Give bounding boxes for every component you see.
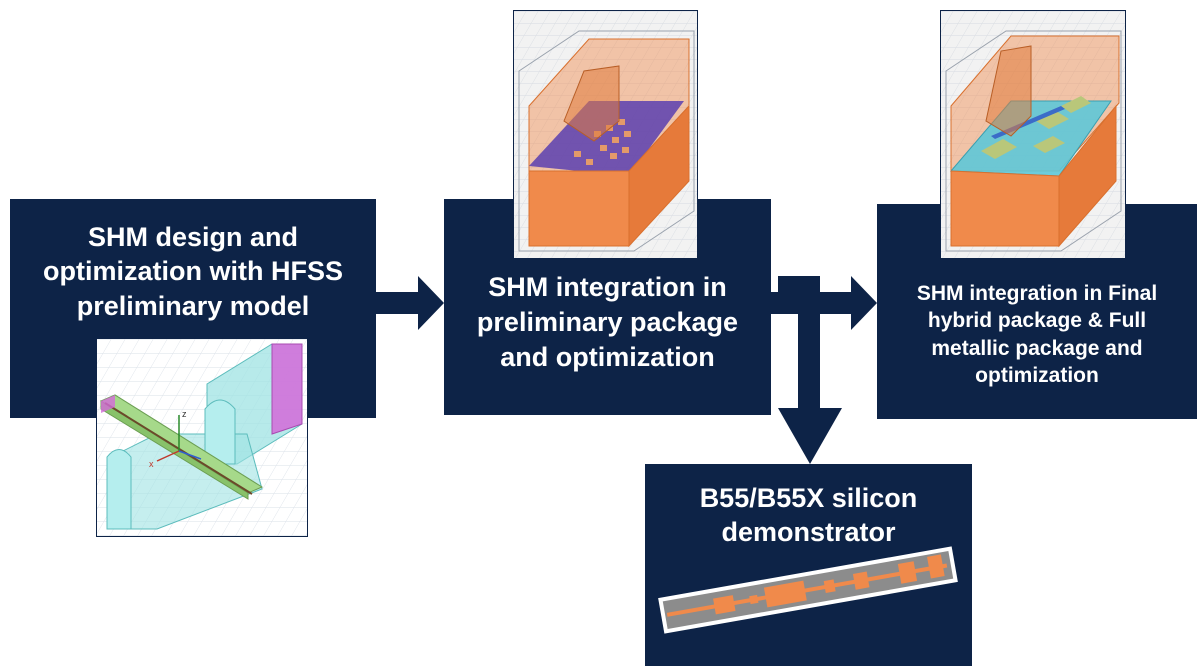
hfss-model-image: z x	[96, 338, 308, 537]
arrow-step2-to-step3	[771, 276, 877, 330]
silicon-demonstrator-image	[658, 546, 958, 634]
final-package-image	[940, 10, 1126, 259]
axis-z-label: z	[182, 409, 187, 419]
arrow-step1-to-step2	[376, 276, 444, 330]
step1-label: SHM design and optimization with HFSS pr…	[43, 222, 343, 321]
step4-label: B55/B55X silicon demonstrator	[699, 483, 918, 548]
step2-label: SHM integration in preliminary package a…	[476, 272, 739, 372]
preliminary-package-image	[513, 10, 698, 259]
axis-x-label: x	[149, 459, 154, 469]
arrow-step2-to-step4	[778, 276, 842, 464]
step3-label: SHM integration in Final hybrid package …	[916, 282, 1158, 387]
